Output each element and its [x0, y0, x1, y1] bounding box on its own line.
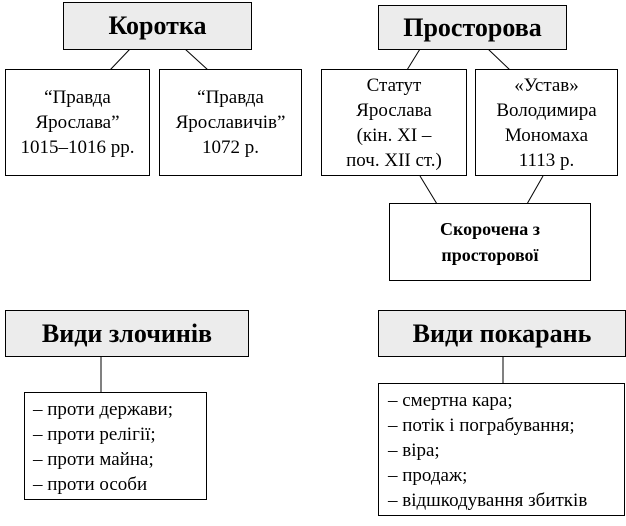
extended-title: Просторова — [378, 5, 567, 50]
punishments-list: – смертна кара; – потік і пограбування; … — [378, 383, 625, 516]
short-right-line-2: Ярославичів” — [175, 112, 286, 133]
short-right-line-1: “Правда — [197, 87, 264, 108]
punishments-item-4: – продаж; — [388, 465, 468, 486]
crimes-item-3: – проти майна; — [33, 449, 154, 470]
extended-right-line-4: 1113 р. — [518, 149, 575, 171]
crimes-item-1: – проти держави; — [33, 399, 173, 420]
short-left-line-2: Ярослава” — [35, 112, 120, 133]
punishments-item-5: – відшкодування збитків — [388, 490, 588, 511]
punishments-item-3: – віра; — [388, 440, 440, 461]
short-right-box: “Правда Ярославичів” 1072 р. — [159, 69, 302, 176]
abridged-line-2: просторової — [441, 245, 539, 265]
extended-left-line-3: (кін. XI – — [356, 124, 432, 146]
abridged-line-1: Скорочена з — [440, 219, 540, 239]
crimes-item-4: – проти особи — [33, 474, 148, 495]
crimes-list: – проти держави; – проти релігії; – прот… — [24, 392, 207, 500]
punishments-title: Види покарань — [378, 310, 626, 357]
extended-left-line-1: Статут — [366, 74, 422, 96]
crimes-title: Види злочинів — [5, 310, 249, 357]
crimes-item-2: – проти релігії; — [33, 424, 156, 445]
extended-left-box: Статут Ярослава (кін. XI – поч. XII ст.) — [321, 69, 467, 176]
abridged-box: Скорочена з просторової — [389, 203, 591, 281]
extended-right-line-2: Володимира — [496, 99, 597, 121]
short-left-line-3: 1015–1016 рр. — [20, 137, 135, 158]
short-title: Коротка — [63, 2, 252, 50]
extended-right-line-3: Мономаха — [504, 124, 589, 146]
extended-right-line-1: «Устав» — [514, 74, 579, 96]
extended-left-line-4: поч. XII ст.) — [346, 149, 442, 171]
punishments-item-1: – смертна кара; — [388, 390, 513, 411]
punishments-item-2: – потік і пограбування; — [388, 415, 575, 436]
short-right-line-3: 1072 р. — [202, 137, 259, 158]
extended-left-line-2: Ярослава — [356, 99, 432, 121]
short-left-box: “Правда Ярослава” 1015–1016 рр. — [5, 69, 150, 176]
short-left-line-1: “Правда — [44, 87, 111, 108]
extended-right-box: «Устав» Володимира Мономаха 1113 р. — [475, 69, 618, 176]
